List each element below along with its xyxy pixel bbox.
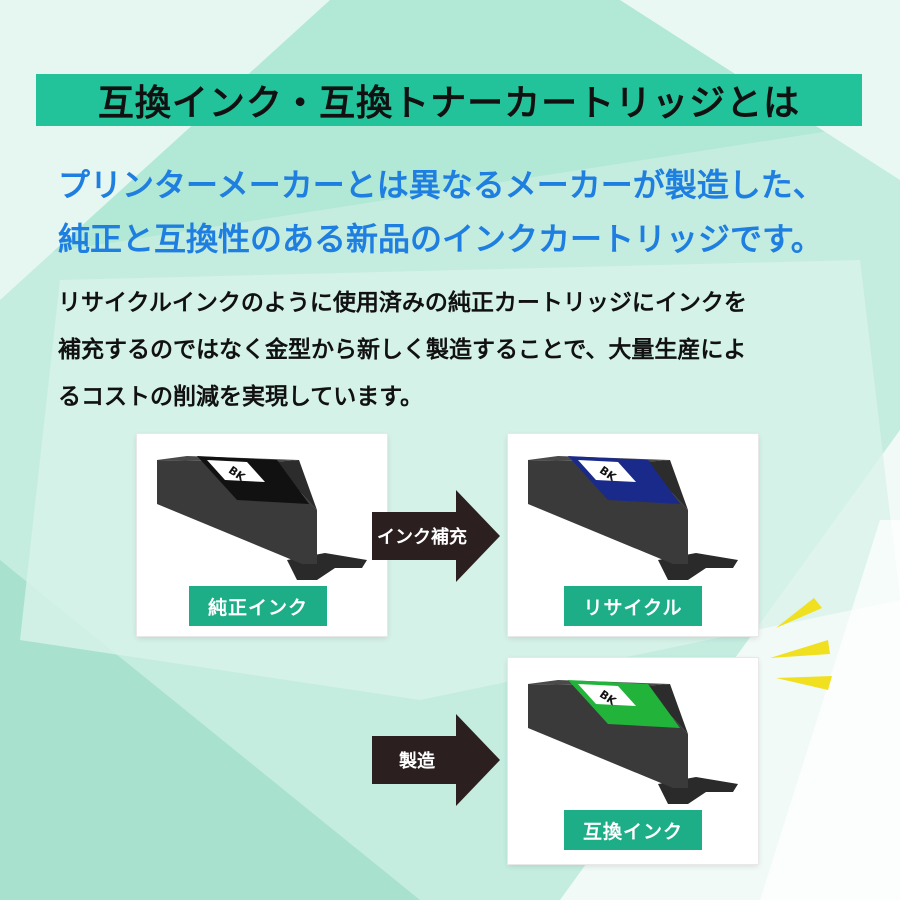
title-banner: 互換インク・互換トナーカートリッジとは (36, 74, 862, 126)
page-title: 互換インク・互換トナーカートリッジとは (97, 83, 801, 124)
description-text: リサイクルインクのように使用済みの純正カートリッジにインクを 補充するのではなく… (58, 280, 858, 421)
refill-arrow (372, 490, 500, 582)
description-line: るコストの削減を実現しています。 (58, 384, 424, 410)
description-line: 補充するのではなく金型から新しく製造することで、大量生産によ (58, 337, 747, 363)
sparkle-icon (770, 598, 832, 690)
ink-cartridge-icon: BK (528, 680, 738, 804)
ink-cartridge-icon: BK (528, 456, 738, 580)
description-line: リサイクルインクのように使用済みの純正カートリッジにインクを (58, 290, 747, 316)
recycle-ink-label: リサイクル (564, 586, 702, 626)
ink-cartridge-icon: BK (157, 456, 367, 580)
genuine-ink-label: 純正インク (189, 586, 327, 626)
lead-line: 純正と互換性のある新品のインクカートリッジです。 (58, 220, 823, 258)
recycle-ink-card: BK リサイクル (508, 434, 758, 636)
compatible-ink-card: BK 互換インク (508, 658, 758, 864)
manufacture-arrow (372, 714, 500, 806)
genuine-ink-card: BK 純正インク (137, 434, 387, 636)
manufacture-arrow-label: 製造 (399, 751, 435, 772)
refill-arrow-label: インク補充 (377, 527, 467, 548)
lead-line: プリンターメーカーとは異なるメーカーが製造した、 (58, 166, 825, 204)
compatible-ink-label: 互換インク (564, 810, 702, 850)
lead-text: プリンターメーカーとは異なるメーカーが製造した、 純正と互換性のある新品のインク… (58, 158, 858, 266)
